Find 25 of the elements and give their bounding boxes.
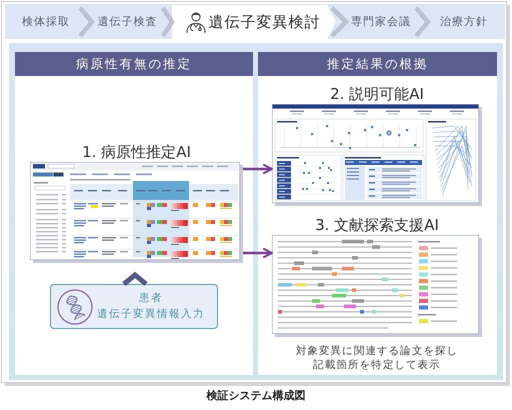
box-title: 患者 bbox=[139, 291, 163, 306]
step-label: 治療方針 bbox=[440, 15, 488, 29]
step-label: 遺伝子検査 bbox=[98, 15, 158, 29]
panel-header: 推定結果の根拠 bbox=[258, 52, 497, 76]
step-label: 遺伝子変異検討 bbox=[208, 12, 320, 32]
arrow bbox=[243, 164, 273, 174]
input-box bbox=[50, 284, 218, 329]
chevron-arrow bbox=[122, 272, 148, 286]
chevron-arrow bbox=[330, 6, 348, 38]
panel bbox=[15, 52, 253, 375]
module-title: 3. 文献探索支援AI bbox=[315, 215, 439, 235]
box-label: 遺伝子変異情報入力 bbox=[97, 307, 205, 322]
step-label: 検体採取 bbox=[22, 15, 70, 29]
active-step bbox=[172, 5, 336, 39]
chevron-arrow bbox=[78, 6, 94, 38]
module-title: 1. 病原性推定AI bbox=[82, 142, 191, 162]
panel bbox=[258, 52, 497, 375]
arrow bbox=[243, 248, 273, 258]
panel-header: 病原性有無の推定 bbox=[15, 52, 253, 76]
chevron-arrow bbox=[414, 6, 430, 38]
module-title: 2. 説明可能AI bbox=[330, 84, 424, 104]
chevron-arrow bbox=[160, 6, 174, 38]
step-label: 専門家会議 bbox=[351, 15, 411, 29]
caption-text: 対象変異に関連する論文を探し記載箇所を特定して表示 bbox=[294, 344, 460, 372]
figure-caption: 検証システム構成図 bbox=[206, 389, 306, 403]
